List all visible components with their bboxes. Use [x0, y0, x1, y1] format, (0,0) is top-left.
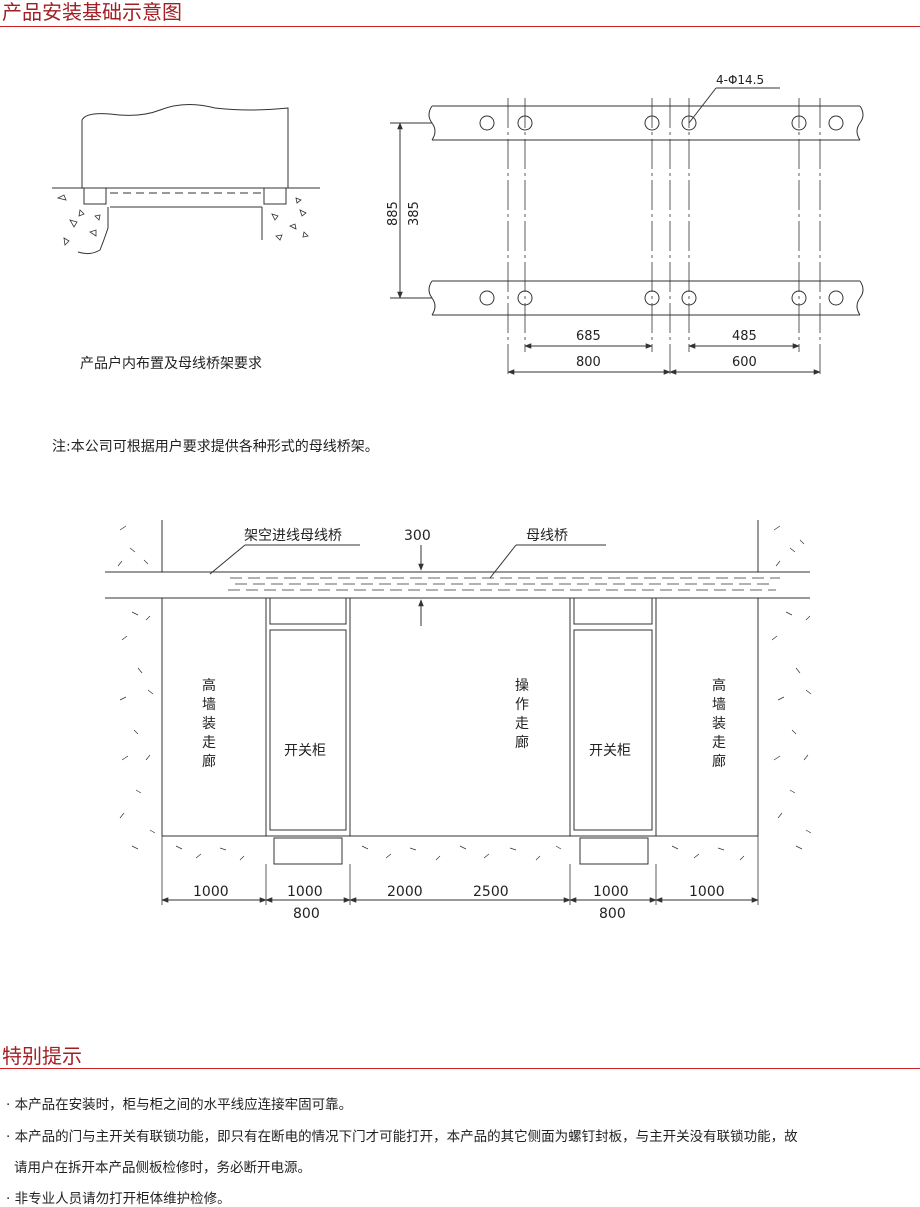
- vtext-left-text: 高墙装走廊: [202, 677, 216, 770]
- dim-385: 385: [407, 201, 422, 226]
- dim-485: 485: [732, 329, 757, 344]
- busbar-bridge-label: 母线桥: [526, 528, 568, 544]
- vtext-right-text: 高墙装走廊: [712, 677, 726, 770]
- dim-1000-left-cabinet: 1000: [287, 884, 323, 900]
- corridor-left-label: 高墙装走廊: [202, 677, 216, 770]
- dim-1000-right-cabinet: 1000: [593, 884, 629, 900]
- figure2-layout: [105, 520, 812, 905]
- ground-hatch: [117, 525, 812, 861]
- vtext-mid-text: 操作走廊: [515, 678, 529, 751]
- bridge-note: 注:本公司可根据用户要求提供各种形式的母线桥架。: [52, 438, 379, 455]
- notice-item-2-continued: 请用户在拆开本产品侧板检修时，务必断开电源。: [14, 1160, 311, 1176]
- figure1-elevation: [52, 104, 320, 255]
- dim-2000: 2000: [387, 884, 423, 900]
- cabinet-right-label: 开关柜: [589, 743, 631, 759]
- dim-1000-right-corridor: 1000: [689, 884, 725, 900]
- dim-2500: 2500: [473, 884, 509, 900]
- title-underline: [0, 26, 920, 27]
- notice-item-1: · 本产品在安装时，柜与柜之间的水平线应连接牢固可靠。: [6, 1097, 353, 1113]
- overhead-bridge-label: 架空进线母线桥: [244, 528, 342, 544]
- figure1-plan: [390, 87, 864, 376]
- hole-spec-label: 4-Φ14.5: [716, 73, 764, 87]
- dim-800-left-cabinet: 800: [293, 906, 320, 922]
- section-title: 产品安装基础示意图: [2, 0, 182, 24]
- notice-item-2: · 本产品的门与主开关有联锁功能，即只有在断电的情况下门才可能打开，本产品的其它…: [6, 1129, 798, 1145]
- dim-685: 685: [576, 329, 601, 344]
- special-notice-title: 特别提示: [2, 1044, 82, 1068]
- dim-1000-left-corridor: 1000: [193, 884, 229, 900]
- dim-800: 800: [576, 355, 601, 370]
- operation-corridor-label: 操作走廊: [515, 678, 529, 751]
- special-notice-underline: [0, 1068, 920, 1069]
- corridor-right-label: 高墙装走廊: [712, 677, 726, 770]
- dim-885: 885: [386, 201, 401, 226]
- figure1-caption: 产品户内布置及母线桥架要求: [80, 355, 262, 372]
- notice-item-3: · 非专业人员请勿打开柜体维护检修。: [6, 1191, 231, 1207]
- cabinet-left-label: 开关柜: [284, 743, 326, 759]
- dim-600: 600: [732, 355, 757, 370]
- mounting-holes: [479, 115, 844, 306]
- clearance-300-label: 300: [404, 528, 431, 544]
- dim-800-right-cabinet: 800: [599, 906, 626, 922]
